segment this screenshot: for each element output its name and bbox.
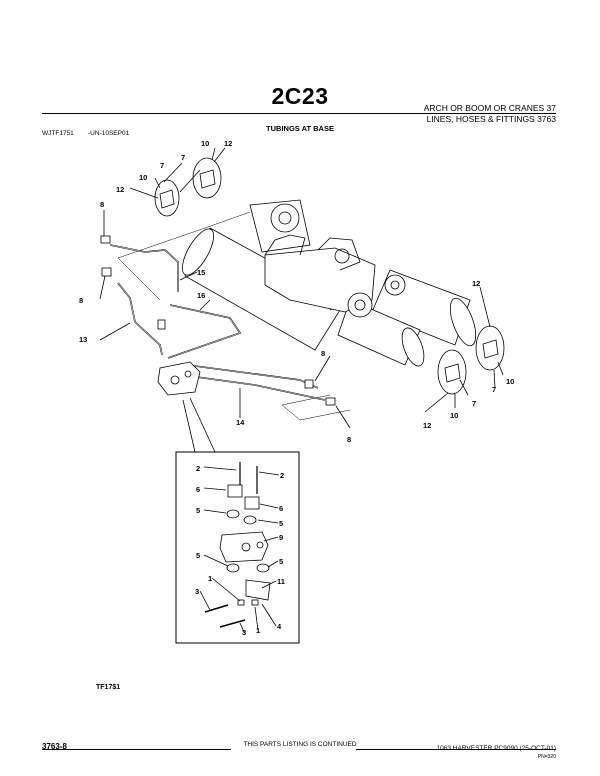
detail-callout-2: 2 bbox=[280, 471, 284, 480]
callout-7: 7 bbox=[472, 399, 476, 408]
callout-12: 12 bbox=[472, 279, 480, 288]
detail-callout-6: 6 bbox=[279, 504, 283, 513]
footer-rule-right bbox=[356, 749, 556, 750]
figure-id: WJTF1751 bbox=[42, 130, 74, 137]
callout-8: 8 bbox=[100, 200, 104, 209]
detail-callout-3: 3 bbox=[195, 587, 199, 596]
callout-7: 7 bbox=[492, 385, 496, 394]
detail-callout-2: 2 bbox=[196, 464, 200, 473]
figure-reference-code: TF17$1 bbox=[96, 684, 121, 691]
callout-12: 12 bbox=[116, 185, 124, 194]
callout-13: 13 bbox=[79, 335, 87, 344]
detail-callout-5: 5 bbox=[196, 551, 200, 560]
detail-callout-1: 1 bbox=[256, 626, 260, 635]
callout-12: 12 bbox=[224, 139, 232, 148]
detail-callout-5: 5 bbox=[279, 557, 283, 566]
detail-callout-4: 4 bbox=[277, 622, 282, 631]
detail-callout-6: 6 bbox=[196, 485, 200, 494]
callout-8: 8 bbox=[79, 296, 83, 305]
detail-callout-5: 5 bbox=[196, 506, 200, 515]
callout-8: 8 bbox=[347, 435, 351, 444]
callout-10: 10 bbox=[201, 139, 209, 148]
callout-14: 14 bbox=[236, 418, 245, 427]
callout-10: 10 bbox=[139, 173, 147, 182]
detail-callout-5: 5 bbox=[279, 519, 283, 528]
header-rule bbox=[42, 113, 556, 114]
figure-date-code: -UN-10SEP01 bbox=[88, 130, 130, 137]
callout-8: 8 bbox=[321, 349, 325, 358]
detail-callout-3: 3 bbox=[242, 628, 246, 637]
page-title: 2C23 bbox=[271, 83, 329, 109]
model-info: 1063 HARVESTER PC9090 (25-OCT-01) bbox=[436, 745, 556, 752]
subsection-heading: LINES, HOSES & FITTINGS 3763 bbox=[426, 114, 556, 124]
detail-callout-1: 1 bbox=[208, 574, 212, 583]
callout-16: 16 bbox=[197, 291, 205, 300]
page-number: 3763-8 bbox=[42, 742, 67, 751]
callout-10: 10 bbox=[450, 411, 458, 420]
page-code: PN=320 bbox=[537, 754, 556, 760]
callout-15: 15 bbox=[197, 268, 205, 277]
detail-callout-11: 11 bbox=[277, 577, 285, 586]
detail-callout-9: 9 bbox=[279, 533, 283, 542]
continued-note: THIS PARTS LISTING IS CONTINUED bbox=[243, 741, 357, 748]
footer-rule-left bbox=[42, 749, 231, 750]
section-heading: ARCH OR BOOM OR CRANES 37 bbox=[423, 103, 556, 113]
callout-10: 10 bbox=[506, 377, 514, 386]
callout-7: 7 bbox=[160, 161, 164, 170]
figure-title: TUBINGS AT BASE bbox=[266, 124, 334, 133]
callout-12: 12 bbox=[423, 421, 431, 430]
callout-7: 7 bbox=[181, 153, 185, 162]
